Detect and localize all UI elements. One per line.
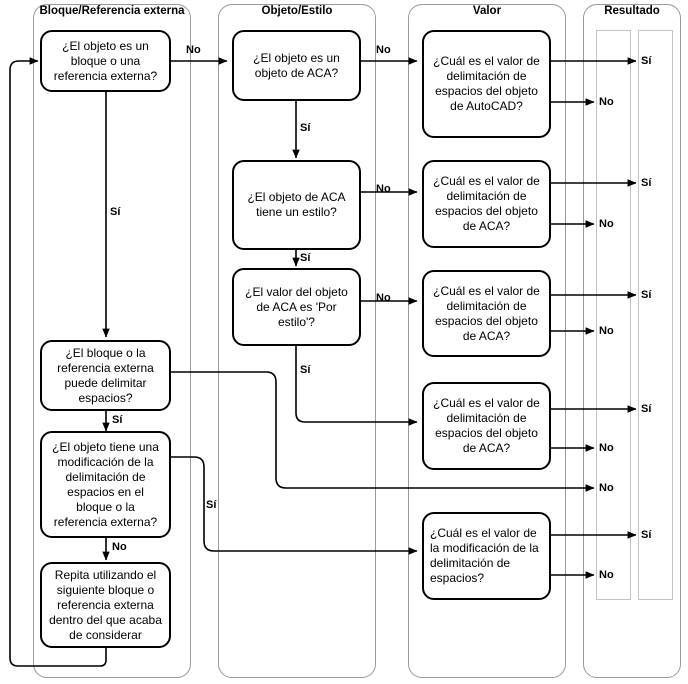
decision-objeto-es-bloque[interactable]: ¿El objeto es un bloque o una referencia… [40,30,171,92]
swimlane-title-resultado: Resultado [604,5,660,17]
swimlane-valor [408,4,566,678]
swimlane-title-bloque: Bloque/Referencia externa [39,5,185,17]
resultado-subcolumn-si [638,30,673,600]
decision-objeto-es-aca[interactable]: ¿El objeto es un objeto de ACA? [232,30,361,101]
decision-valor-por-estilo[interactable]: ¿El valor del objeto de ACA es 'Por esti… [232,268,361,346]
result-label-4-no: No [599,218,614,230]
result-label-6-no: No [599,325,614,337]
result-label-11-no: No [599,569,614,581]
query-valor-delimitacion-aca-1[interactable]: ¿Cuál es el valor de delimitación de esp… [422,160,551,248]
edge-label-n7-si: Sí [300,364,311,376]
decision-bloque-puede-delimitar[interactable]: ¿El bloque o la referencia externa puede… [40,340,171,411]
query-valor-delimitacion-aca-2[interactable]: ¿Cuál es el valor de delimitación de esp… [422,270,551,357]
resultado-subcolumn-no [596,30,631,600]
decision-objeto-tiene-modificacion[interactable]: ¿El objeto tiene una modificación de la … [40,431,171,538]
edge-label-n3-si: Sí [206,499,217,511]
swimlane-title-objeto: Objeto/Estilo [261,5,333,17]
swimlane-resultado [583,4,681,678]
swimlane-title-valor: Valor [472,5,502,17]
result-label-7-si: Sí [641,403,652,415]
query-valor-delimitacion-autocad[interactable]: ¿Cuál es el valor de delimitación de esp… [422,30,551,138]
edge-label-n7-no: No [376,292,391,304]
decision-aca-tiene-estilo[interactable]: ¿El objeto de ACA tiene un estilo? [232,160,361,250]
edge-label-n5-no: No [376,44,391,56]
edge-label-n5-si: Sí [300,122,311,134]
edge-label-n6-si: Sí [300,252,311,264]
edge-label-n3-no: No [112,541,127,553]
edge-label-n1-no: No [186,44,201,56]
result-label-9-no: No [599,482,614,494]
result-label-1-si: Sí [641,55,652,67]
query-valor-modificacion-delimitacion[interactable]: ¿Cuál es el valor de la modificación de … [422,512,551,600]
edge-label-n1-si: Sí [110,206,121,218]
result-label-3-si: Sí [641,177,652,189]
edge-label-n2-si: Sí [112,414,123,426]
swimlane-objeto-estilo [218,4,376,678]
result-label-10-si: Sí [641,529,652,541]
query-valor-delimitacion-aca-3[interactable]: ¿Cuál es el valor de delimitación de esp… [422,382,551,470]
edge-label-n6-no: No [376,183,391,195]
result-label-2-no: No [599,96,614,108]
result-label-5-si: Sí [641,289,652,301]
result-label-8-no: No [599,442,614,454]
process-repita-siguiente-bloque[interactable]: Repita utilizando el siguiente bloque o … [40,562,171,648]
